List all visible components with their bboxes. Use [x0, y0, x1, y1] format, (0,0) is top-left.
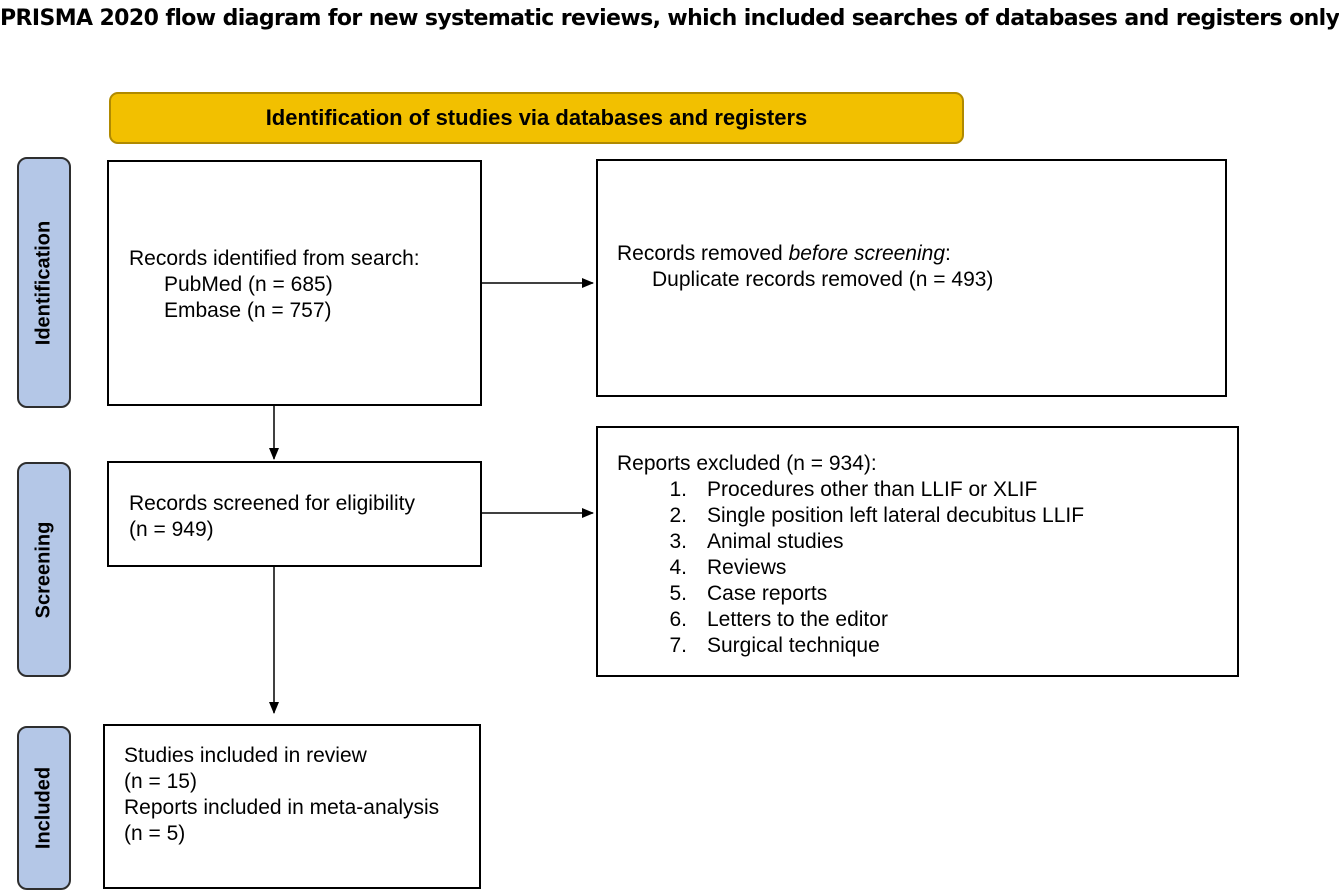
meta-analysis-count: (n = 5) [124, 822, 186, 845]
phase-screening: Screening [17, 462, 71, 677]
studies-included-count: (n = 15) [124, 770, 197, 793]
exclusion-reason-item: 2. Single position left lateral decubitus… [617, 503, 1237, 529]
exclusion-reason-number: 6. [669, 608, 687, 631]
exclusion-reason-number: 4. [669, 556, 687, 579]
records-identified-heading: Records identified from search: [129, 247, 420, 270]
exclusion-reason-item: 1. Procedures other than LLIF or XLIF [617, 477, 1237, 503]
phase-included: Included [17, 726, 71, 890]
included-box: Studies included in review (n = 15) Repo… [103, 724, 481, 889]
exclusion-reason-text: Reviews [707, 556, 787, 579]
records-removed-box: Records removed before screening: Duplic… [596, 159, 1227, 397]
exclusion-reason-text: Animal studies [707, 530, 844, 553]
exclusion-reason-number: 7. [669, 634, 687, 657]
records-removed-italic: before screening [788, 242, 946, 265]
flow-arrows [269, 278, 594, 714]
exclusion-reason-text: Case reports [707, 582, 828, 605]
embase-count: Embase (n = 757) [164, 299, 332, 322]
reports-excluded-box: Reports excluded (n = 934): 1. Procedures… [596, 426, 1239, 677]
exclusion-reason-item: 5. Case reports [617, 581, 1237, 607]
exclusion-reason-number: 3. [669, 530, 687, 553]
exclusion-reason-text: Single position left lateral decubitus L… [707, 504, 1085, 527]
diagram-title: PRISMA 2020 flow diagram for new systema… [0, 6, 1339, 31]
reports-excluded-heading: Reports excluded (n = 934): [617, 452, 877, 475]
records-removed-suffix: : [945, 242, 951, 265]
meta-analysis-label: Reports included in meta-analysis [124, 796, 440, 819]
records-identified-box: Records identified from search: PubMed (… [107, 160, 482, 406]
studies-included-label: Studies included in review [124, 744, 367, 767]
exclusion-reason-item: 7. Surgical technique [617, 633, 1237, 659]
exclusion-reason-number: 2. [669, 504, 687, 527]
records-removed-prefix: Records removed [617, 242, 789, 265]
exclusion-reason-item: 3. Animal studies [617, 529, 1237, 555]
records-screened-label: Records screened for eligibility [129, 492, 415, 515]
records-removed-heading: Records removed before screening: [617, 241, 1225, 267]
exclusion-reason-number: 5. [669, 582, 687, 605]
pubmed-count: PubMed (n = 685) [164, 273, 333, 296]
identification-banner: Identification of studies via databases … [109, 92, 964, 144]
exclusion-reason-item: 4. Reviews [617, 555, 1237, 581]
exclusion-reason-number: 1. [669, 478, 687, 501]
phase-identification: Identification [17, 157, 71, 408]
exclusion-reason-text: Procedures other than LLIF or XLIF [707, 478, 1038, 501]
banner-label: Identification of studies via databases … [265, 105, 808, 130]
exclusion-reason-item: 6. Letters to the editor [617, 607, 1237, 633]
duplicates-removed: Duplicate records removed (n = 493) [652, 268, 994, 291]
exclusion-reason-text: Surgical technique [707, 634, 880, 657]
exclusion-reason-text: Letters to the editor [707, 608, 888, 631]
exclusion-reasons-list: 1. Procedures other than LLIF or XLIF 2. Si… [617, 477, 1237, 659]
records-screened-box: Records screened for eligibility (n = 94… [107, 461, 482, 567]
records-screened-count: (n = 949) [129, 518, 214, 541]
